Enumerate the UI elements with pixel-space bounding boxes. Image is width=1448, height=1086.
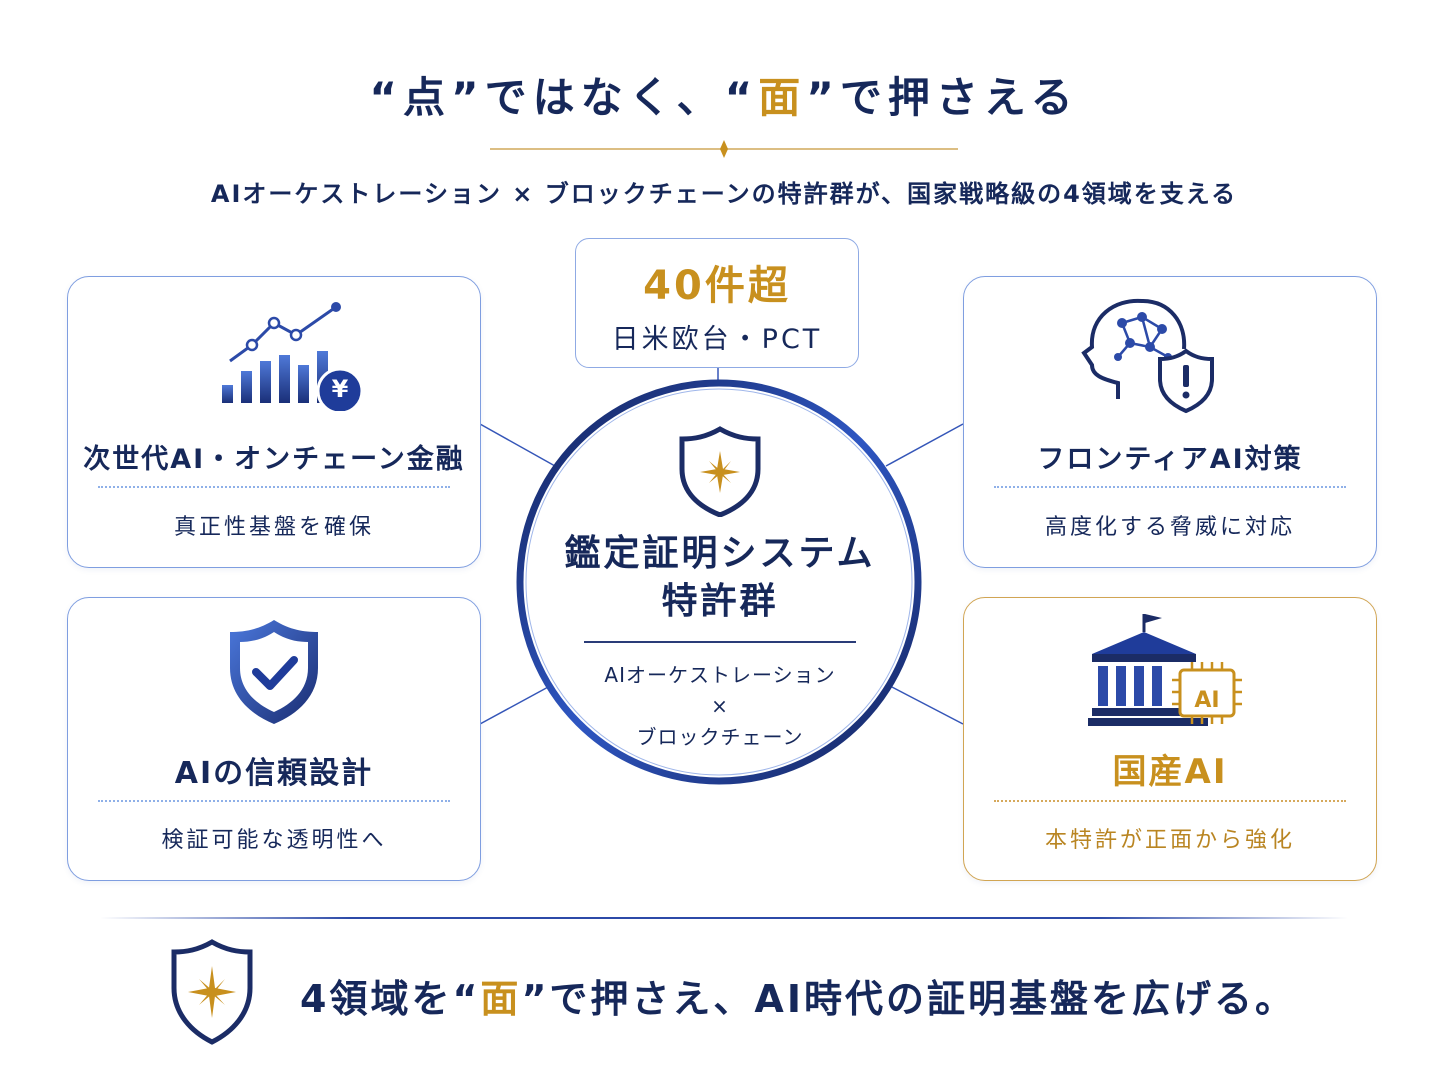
shield-star-icon: [679, 426, 761, 517]
dotted-divider: [98, 800, 450, 802]
dotted-divider: [98, 486, 450, 488]
center-title: 鑑定証明システム 特許群: [564, 533, 876, 622]
tagline-highlight: 面: [480, 977, 522, 1021]
center-circle: [516, 379, 922, 785]
dotted-divider: [994, 800, 1346, 802]
domain-subtitle: 本特許が正面から強化: [1044, 828, 1295, 853]
domain-title: AIの信頼設計: [174, 756, 374, 791]
page-title: “点”ではなく、“面”で押さえる: [369, 73, 1079, 122]
ai-chip-label: AI: [1194, 688, 1220, 713]
patent-count: 40件超: [643, 263, 791, 309]
chart-yen-icon: [222, 302, 364, 411]
domain-subtitle: 検証可能な透明性へ: [161, 828, 387, 853]
patent-regions: 日米欧台・PCT: [611, 324, 823, 355]
dotted-divider: [994, 486, 1346, 488]
center-subtitle: AIオーケストレーション × ブロックチェーン: [604, 663, 836, 749]
domain-title: フロンティアAI対策: [1037, 444, 1303, 475]
domain-title: 次世代AI・オンチェーン金融: [83, 444, 465, 475]
yen-symbol: ¥: [331, 375, 349, 403]
domain-card-domestic-ai: AI 国産AI 本特許が正面から強化: [963, 597, 1377, 881]
domain-card-finance: ¥ 次世代AI・オンチェーン金融 真正性基盤を確保: [67, 276, 481, 568]
title-ornament: [490, 140, 958, 158]
patent-count-box: 40件超 日米欧台・PCT: [575, 238, 859, 368]
domain-card-frontier-ai: フロンティアAI対策 高度化する脅威に対応: [963, 276, 1377, 568]
center-divider: [584, 641, 856, 643]
page-subtitle: AIオーケストレーション × ブロックチェーンの特許群が、国家戦略級の4領域を支…: [210, 180, 1238, 208]
footer-shield-star-icon: [171, 939, 253, 1045]
domain-card-ai-trust: AIの信頼設計 検証可能な透明性へ: [67, 597, 481, 881]
title-highlight: 面: [758, 73, 807, 122]
footer-tagline: 4領域を“面”で押さえ、AI時代の証明基盤を広げる。: [300, 977, 1296, 1021]
domain-subtitle: 高度化する脅威に対応: [1044, 515, 1295, 540]
domain-title: 国産AI: [1112, 752, 1228, 792]
footer-divider: [100, 917, 1348, 919]
domain-subtitle: 真正性基盤を確保: [173, 515, 374, 540]
government-ai-chip-icon: [1088, 614, 1242, 726]
shield-check-icon: [230, 620, 318, 724]
brain-shield-icon: [1081, 298, 1214, 414]
